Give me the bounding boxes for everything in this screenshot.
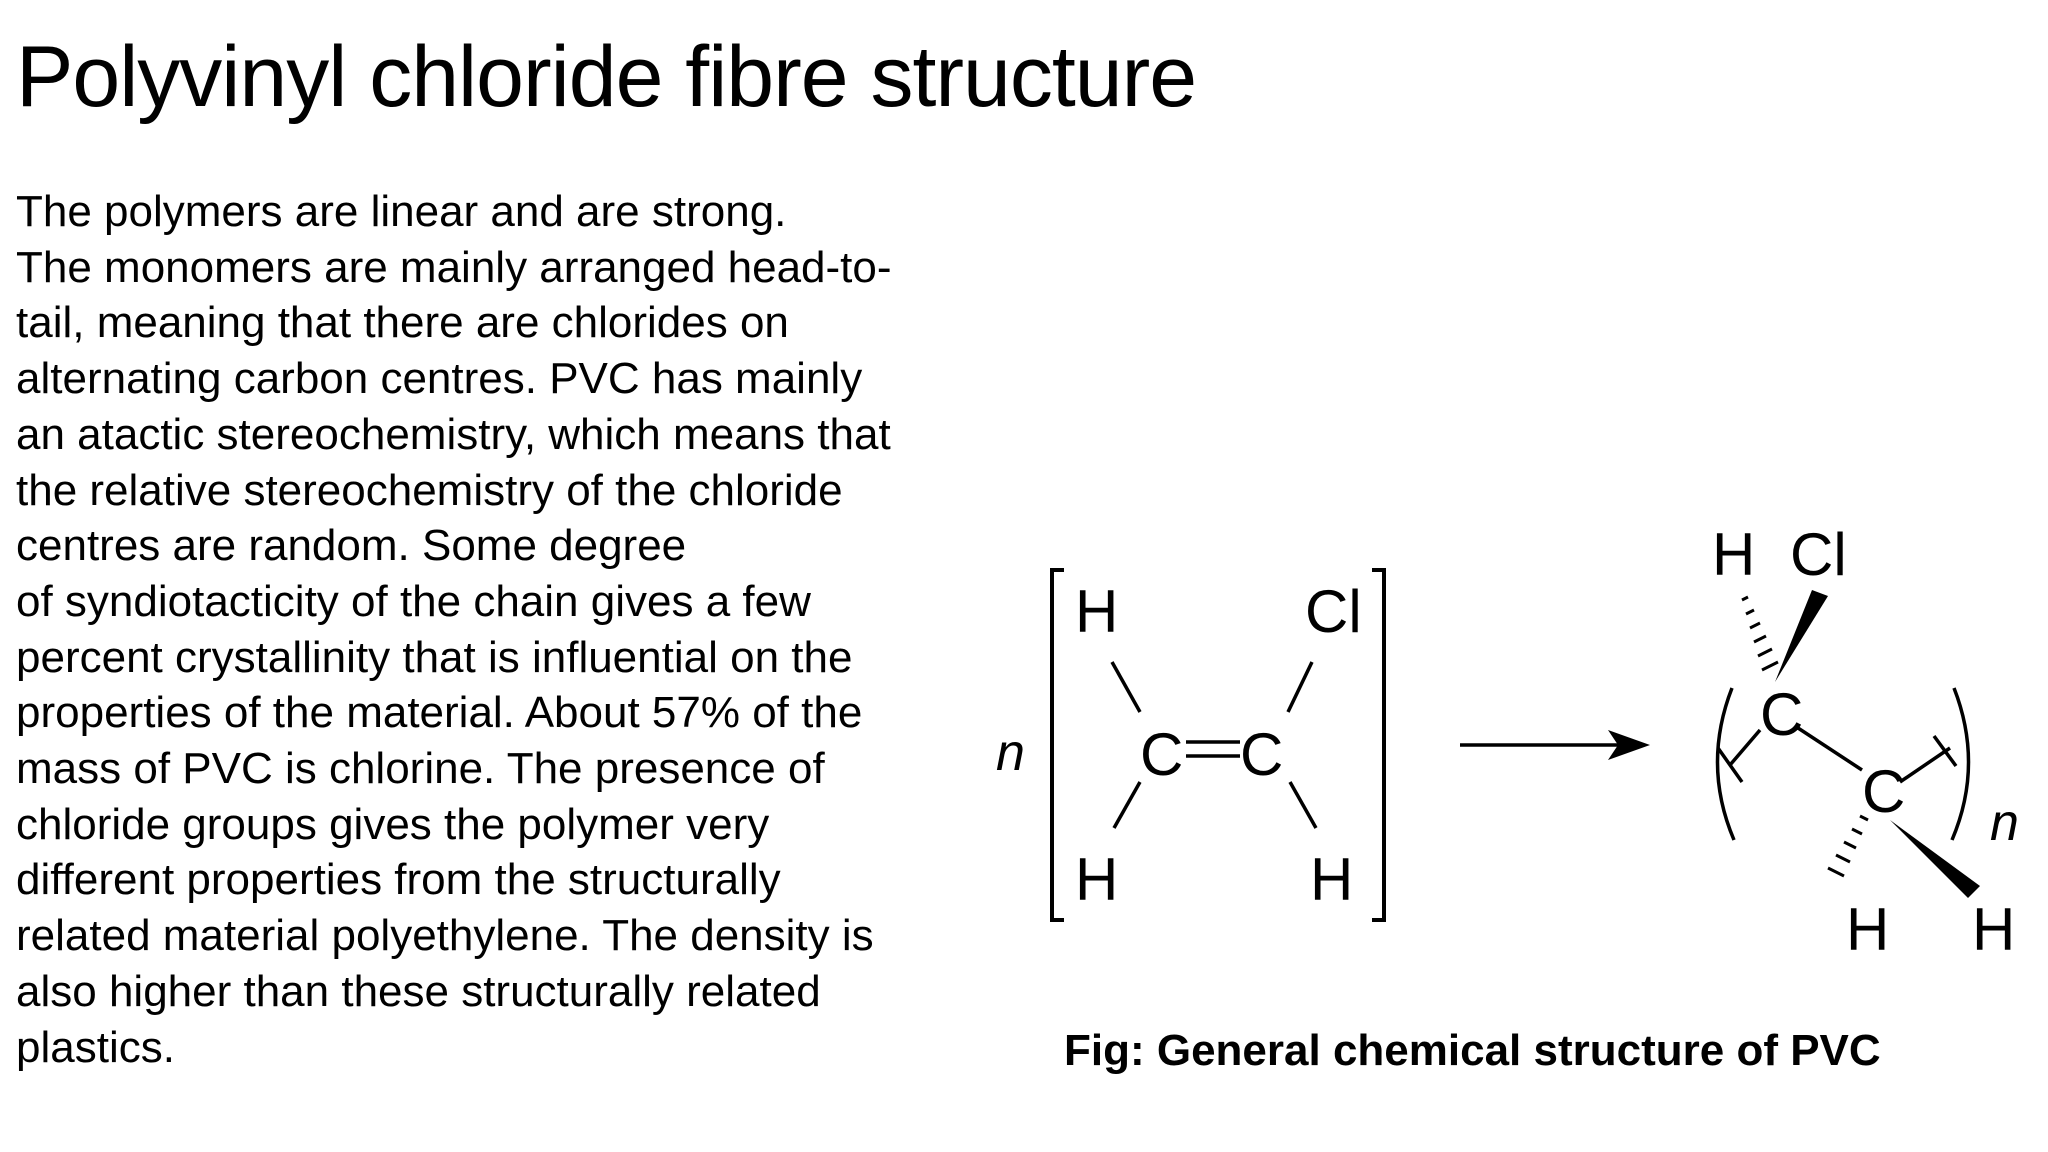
hashed-bond	[1827, 814, 1869, 878]
body-line: plastics.	[16, 1022, 175, 1072]
body-line: percent crystallinity that is influentia…	[16, 632, 853, 682]
body-line: properties of the material. About 57% of…	[16, 688, 863, 738]
pvc-structure-figure: n H Cl C C H H H Cl	[990, 520, 2030, 980]
body-line: the relative stereochemistry of the chlo…	[16, 465, 843, 515]
monomer-carbon-right: C	[1240, 721, 1283, 788]
body-paragraph: The polymers are linear and are strong. …	[16, 184, 976, 1075]
bond	[1110, 661, 1142, 713]
chain-bond	[1728, 728, 1762, 767]
right-bracket	[1372, 568, 1386, 922]
bond	[1797, 726, 1863, 772]
monomer-h-bottom-right: H	[1310, 846, 1353, 913]
polymer-cl-top-right: Cl	[1790, 521, 1847, 588]
polymer-subscript-n: n	[1990, 794, 2019, 852]
body-line: related material polyethylene. The densi…	[16, 911, 874, 961]
polymer-h-top-left: H	[1712, 521, 1755, 588]
bond	[1112, 781, 1142, 829]
body-line: an atactic stereochemistry, which means …	[16, 409, 891, 459]
body-line: centres are random. Some degree	[16, 521, 687, 571]
polymer-structure: H Cl C C n H H	[1712, 521, 2019, 963]
monomer-carbon-left: C	[1140, 721, 1183, 788]
left-parenthesis	[1715, 687, 1736, 841]
monomer-multiplier: n	[996, 724, 1025, 782]
body-line: chloride groups gives the polymer very	[16, 799, 770, 849]
body-line: The monomers are mainly arranged head-to…	[16, 242, 892, 292]
hashed-bond	[1741, 595, 1779, 672]
bond	[1288, 781, 1318, 829]
chain-bond	[1932, 734, 1958, 768]
polymer-h-bottom-left: H	[1846, 896, 1889, 963]
reaction-arrow	[1460, 730, 1650, 760]
monomer-h-bottom-left: H	[1075, 846, 1118, 913]
monomer-h-top-left: H	[1075, 578, 1118, 645]
polymer-h-bottom-right: H	[1972, 896, 2015, 963]
body-line: of syndiotacticity of the chain gives a …	[16, 576, 811, 626]
chain-bond	[1716, 746, 1744, 784]
body-line: different properties from the structural…	[16, 855, 781, 905]
chain-bond	[1899, 746, 1951, 784]
slide-title: Polyvinyl chloride fibre structure	[16, 29, 1197, 125]
bond	[1286, 661, 1314, 713]
left-bracket	[1050, 568, 1064, 922]
monomer-structure: n H Cl C C H H	[996, 568, 1386, 922]
monomer-cl-top-right: Cl	[1305, 578, 1362, 645]
right-parenthesis	[1950, 687, 1971, 841]
polymer-carbon-lower: C	[1862, 758, 1905, 825]
body-line: also higher than these structurally rela…	[16, 966, 821, 1016]
body-line: tail, meaning that there are chlorides o…	[16, 298, 789, 348]
wedge-bond	[1890, 820, 1980, 898]
wedge-bond	[1775, 590, 1828, 682]
figure-caption: Fig: General chemical structure of PVC	[1064, 1026, 1881, 1075]
body-line: The polymers are linear and are strong.	[16, 187, 787, 236]
body-line: mass of PVC is chlorine. The presence of	[16, 744, 825, 794]
pvc-structure-diagram: n H Cl C C H H H Cl	[996, 521, 2019, 963]
polymer-carbon-upper: C	[1760, 681, 1803, 748]
body-line: alternating carbon centres. PVC has main…	[16, 354, 863, 404]
